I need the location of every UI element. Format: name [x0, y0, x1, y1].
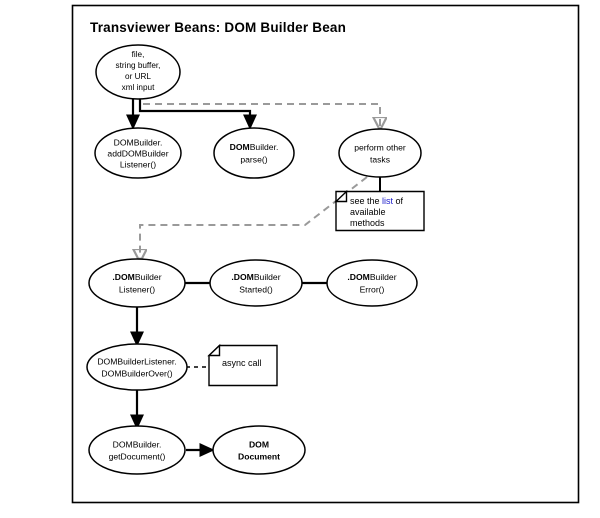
methods-note-line-1: see the list of	[350, 196, 404, 206]
dom-builder-started-node[interactable]	[209, 259, 303, 307]
add-dom-builder-listener-node[interactable]	[94, 127, 182, 179]
dom-document-line-2: Document	[238, 451, 280, 461]
dom-builder-error-node[interactable]	[326, 259, 418, 307]
listener-line-1: .DOMBuilder	[112, 272, 161, 282]
parse-line-1: DOMBuilder.	[230, 142, 279, 152]
parse-bold-prefix: DOM	[230, 142, 250, 152]
dom-document-node[interactable]	[212, 425, 306, 475]
methods-note-suffix: of	[393, 196, 404, 206]
over-line-1: DOMBuilderListener.	[97, 356, 176, 366]
xml-input-line-3: or URL	[125, 72, 151, 81]
error-line-2: Error()	[360, 284, 385, 294]
listener-bold-prefix: .DOM	[112, 272, 134, 282]
xml-input-line-4: xml input	[122, 83, 155, 92]
error-line-1: .DOMBuilder	[347, 272, 396, 282]
async-call-note-fold	[207, 343, 221, 357]
listener-rest: Builder	[135, 272, 162, 282]
xml-input-line-2: string buffer,	[116, 61, 161, 70]
started-rest: Builder	[254, 272, 281, 282]
add-listener-line-2: addDOMBuilder	[107, 148, 168, 158]
methods-note-line-2: available	[350, 207, 386, 217]
edge-input-to-perform-other	[143, 103, 380, 128]
xml-input-line-1: file,	[132, 50, 145, 59]
started-line-2: Started()	[239, 284, 273, 294]
methods-note-line-3: methods	[350, 218, 385, 228]
get-document-line-2: getDocument()	[109, 451, 166, 461]
started-bold-prefix: .DOM	[231, 272, 253, 282]
listener-line-2: Listener()	[119, 284, 155, 294]
over-line-2: DOMBuilderOver()	[101, 368, 172, 378]
perform-other-tasks-node[interactable]	[338, 128, 422, 178]
async-call-note-text: async call	[222, 358, 262, 368]
xml-input-node[interactable]	[95, 44, 181, 100]
methods-list-link[interactable]: list	[382, 196, 393, 206]
dom-builder-listener-node[interactable]	[88, 258, 186, 308]
edge-input-to-parse	[138, 99, 258, 130]
dom-builder-parse-node[interactable]	[213, 127, 295, 179]
started-line-1: .DOMBuilder	[231, 272, 280, 282]
perform-other-line-1: perform other	[354, 142, 406, 152]
dom-document-line-1: DOM	[249, 439, 269, 449]
dom-builder-over-node[interactable]	[86, 343, 188, 391]
page-title: Transviewer Beans: DOM Builder Bean	[90, 20, 346, 35]
perform-other-line-2: tasks	[370, 154, 390, 164]
get-document-line-1: DOMBuilder.	[113, 439, 162, 449]
add-listener-line-3: Listener()	[120, 159, 156, 169]
available-methods-note-fold	[334, 189, 348, 203]
error-rest: Builder	[370, 272, 397, 282]
parse-rest: Builder.	[250, 142, 279, 152]
parse-line-2: parse()	[240, 154, 267, 164]
error-bold-prefix: .DOM	[347, 272, 369, 282]
methods-note-prefix: see the	[350, 196, 382, 206]
add-listener-line-1: DOMBuilder.	[114, 137, 163, 147]
dom-builder-get-document-node[interactable]	[88, 425, 186, 475]
